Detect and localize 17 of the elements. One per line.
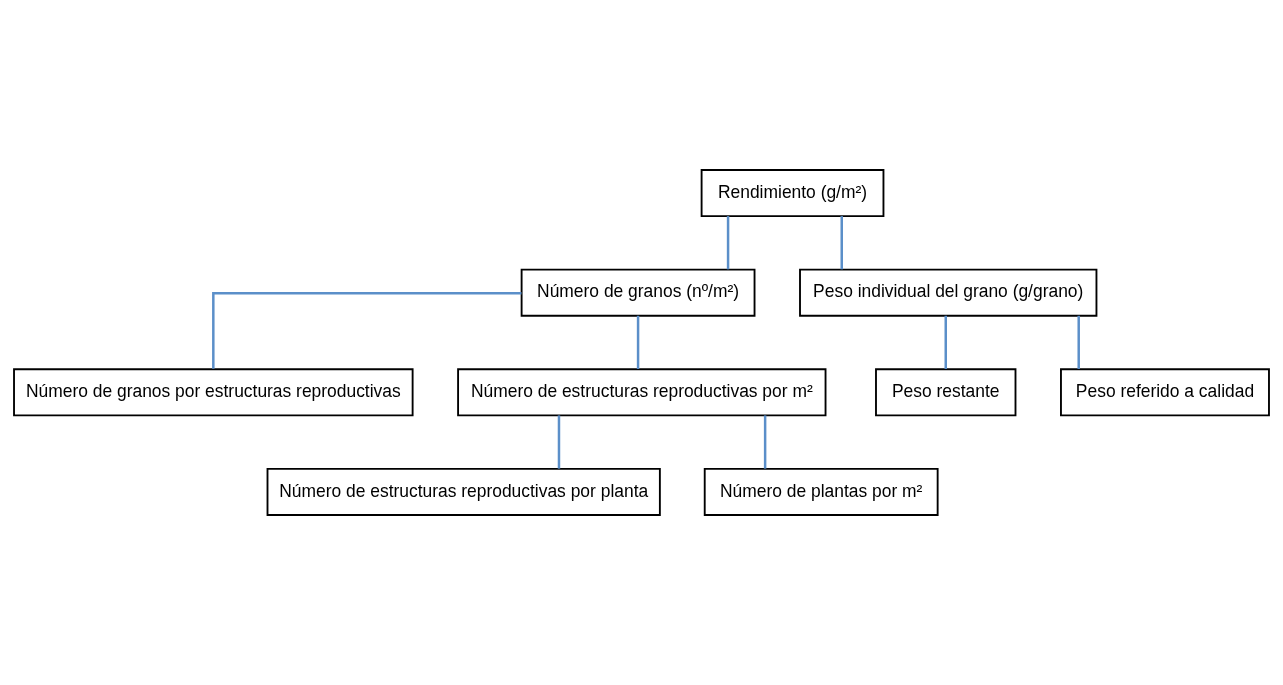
node-box: Número de estructuras reproductivas por m² [457, 368, 827, 417]
node-box: Rendimiento (g/m²) [700, 169, 885, 217]
connector [636, 315, 640, 369]
connector [840, 216, 843, 270]
connector [763, 415, 767, 469]
node-box: Peso restante [875, 368, 1017, 417]
connector [726, 216, 730, 270]
node-box: Número de estructuras reproductivas por planta [266, 468, 661, 516]
connector [1077, 315, 1080, 369]
connector [944, 315, 947, 369]
connector [557, 415, 561, 469]
node-box: Número de plantas por m² [703, 468, 939, 516]
node-box: Número de granos (nº/m²) [520, 268, 756, 317]
node-box: Peso individual del grano (g/grano) [799, 268, 1098, 317]
node-box: Peso referido a calidad [1060, 368, 1270, 417]
node-box: Número de granos por estructuras reproductivas [13, 368, 414, 417]
connector [212, 292, 522, 369]
